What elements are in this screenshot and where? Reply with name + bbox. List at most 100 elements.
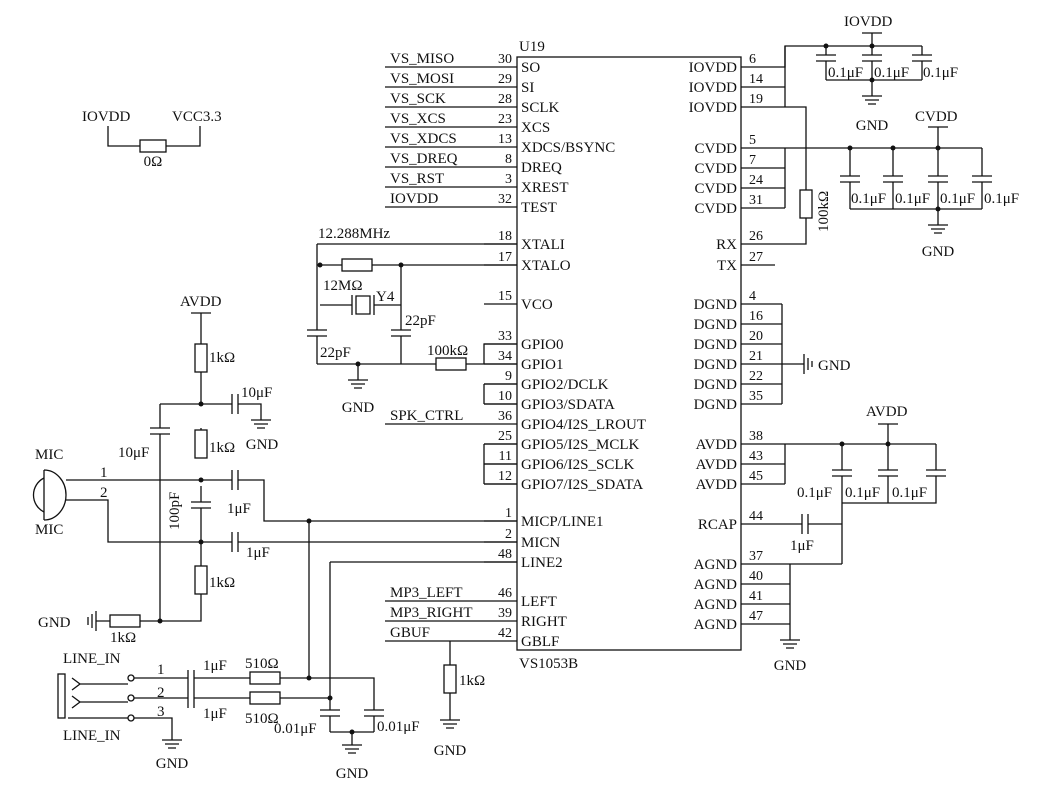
net-label: VS_XCS	[390, 111, 446, 127]
pin-name: DGND	[694, 377, 737, 393]
cap-avdd-3-value: 0.1μF	[892, 485, 927, 501]
cap-iovdd-3-value: 0.1μF	[923, 65, 958, 81]
net-label: VS_DREQ	[390, 151, 458, 167]
pin-number: 12	[498, 469, 512, 484]
rcap-cap-value: 1μF	[790, 538, 814, 554]
resistor-1k-top-value: 1kΩ	[209, 350, 235, 366]
net-label: MP3_LEFT	[390, 585, 463, 601]
pin-number: 25	[498, 429, 512, 444]
pin-number: 37	[749, 549, 763, 564]
pin-number: 7	[749, 153, 756, 168]
pin-number: 23	[498, 112, 512, 127]
cap-cvdd-4-value: 0.1μF	[984, 191, 1019, 207]
pin-number: 31	[749, 193, 763, 208]
gnd-label-crystal: GND	[342, 400, 375, 416]
resistor-1k-bottom	[194, 565, 208, 595]
cap-cvdd-3-value: 0.1μF	[940, 191, 975, 207]
pin-number: 8	[505, 152, 512, 167]
resistor-1k-gbuf	[443, 664, 457, 694]
avdd-decoupling: AVDD 0.1μF 0.1μF 0.1μF 1μF GND	[741, 404, 946, 674]
cap-1u-lower-value: 1μF	[246, 545, 270, 561]
pin-name: DGND	[694, 337, 737, 353]
pin-name: LEFT	[521, 594, 557, 610]
pin-number: 4	[749, 289, 756, 304]
avdd-label-right: AVDD	[866, 404, 908, 420]
chip-right-pin: IOVDD 19	[689, 92, 763, 116]
cap-22p-left-value: 22pF	[320, 345, 351, 361]
net-label: MP3_RIGHT	[390, 605, 473, 621]
pin-number: 6	[749, 52, 756, 67]
pin-name: SO	[521, 60, 540, 76]
pin-name: RIGHT	[521, 614, 567, 630]
cap-10u-right-value: 10μF	[241, 385, 272, 401]
gnd-label-dgnd: GND	[818, 358, 851, 374]
pin-name: XTALO	[521, 258, 571, 274]
jack-pin2: 2	[157, 685, 165, 701]
pin-number: 45	[749, 469, 763, 484]
pin-name: AGND	[694, 577, 737, 593]
pin-number: 28	[498, 92, 512, 107]
pin-name: GPIO5/I2S_MCLK	[521, 437, 640, 453]
pin-number: 39	[498, 606, 512, 621]
resistor-1k-gnd-value: 1kΩ	[110, 630, 136, 646]
pin-name: RX	[716, 237, 737, 253]
pin-name: VCO	[521, 297, 553, 313]
gnd-label-line-in: GND	[156, 756, 189, 772]
gnd-label-gbuf: GND	[434, 743, 467, 759]
crystal-circuit: 12.288MHz 12MΩ Y4 22pF 22pF 100kΩ GND	[307, 226, 517, 485]
cap-10n-left-value: 0.01μF	[274, 721, 317, 737]
line-in-label-bottom: LINE_IN	[63, 728, 121, 744]
pin-name: DGND	[694, 317, 737, 333]
pin-name: CVDD	[694, 161, 737, 177]
resistor-100k-gpio	[435, 357, 467, 371]
pin-number: 15	[498, 289, 512, 304]
iovdd-decoupling: IOVDD 0.1μF 0.1μF 0.1μF GND	[741, 14, 958, 134]
cap-iovdd-1-value: 0.1μF	[828, 65, 863, 81]
mic-input-network: AVDD 1kΩ 1kΩ 10μF GND 10μF MIC MIC 1 2 1…	[32, 294, 517, 646]
pin-name: IOVDD	[689, 100, 737, 116]
pin-number: 19	[749, 92, 763, 107]
pin-name: MICN	[521, 535, 560, 551]
resistor-0ohm	[139, 139, 167, 153]
pin-name: GPIO3/SDATA	[521, 397, 615, 413]
cap-10u-left-value: 10μF	[118, 445, 149, 461]
pin-number: 26	[749, 229, 763, 244]
mic-icon	[32, 477, 45, 513]
iovdd-label: IOVDD	[82, 109, 130, 125]
pin-name: GPIO6/I2S_SCLK	[521, 457, 635, 473]
jack-pin1: 1	[157, 662, 165, 678]
pin-name: DGND	[694, 297, 737, 313]
pin-name: GPIO1	[521, 357, 564, 373]
gbuf-pulldown: 1kΩ GND	[434, 641, 485, 759]
resistor-1k-gnd	[109, 614, 141, 628]
cap-iovdd-2-value: 0.1μF	[874, 65, 909, 81]
gnd-label-iovdd: GND	[856, 118, 889, 134]
pin-name: RCAP	[698, 517, 737, 533]
pin-number: 5	[749, 133, 756, 148]
pin-number: 43	[749, 449, 763, 464]
resistor-100k-rx	[799, 189, 813, 219]
pin-number: 35	[749, 389, 763, 404]
mic-label-top: MIC	[35, 447, 63, 463]
crystal-frequency: 12.288MHz	[318, 226, 390, 242]
bridge-resistor-block: IOVDD VCC3.3 0Ω	[82, 109, 222, 170]
gnd-label-cvdd: GND	[922, 244, 955, 260]
cap-avdd-2-value: 0.1μF	[845, 485, 880, 501]
cap-1u-line2-value: 1μF	[203, 706, 227, 722]
right-pin-group: IOVDD6IOVDD14IOVDD19CVDD5CVDD7CVDD24CVDD…	[689, 52, 763, 633]
pin-name: TEST	[521, 200, 557, 216]
pin-name: DREQ	[521, 160, 562, 176]
cap-10n-right-value: 0.01μF	[377, 719, 420, 735]
cap-100p-value: 100pF	[167, 492, 183, 530]
